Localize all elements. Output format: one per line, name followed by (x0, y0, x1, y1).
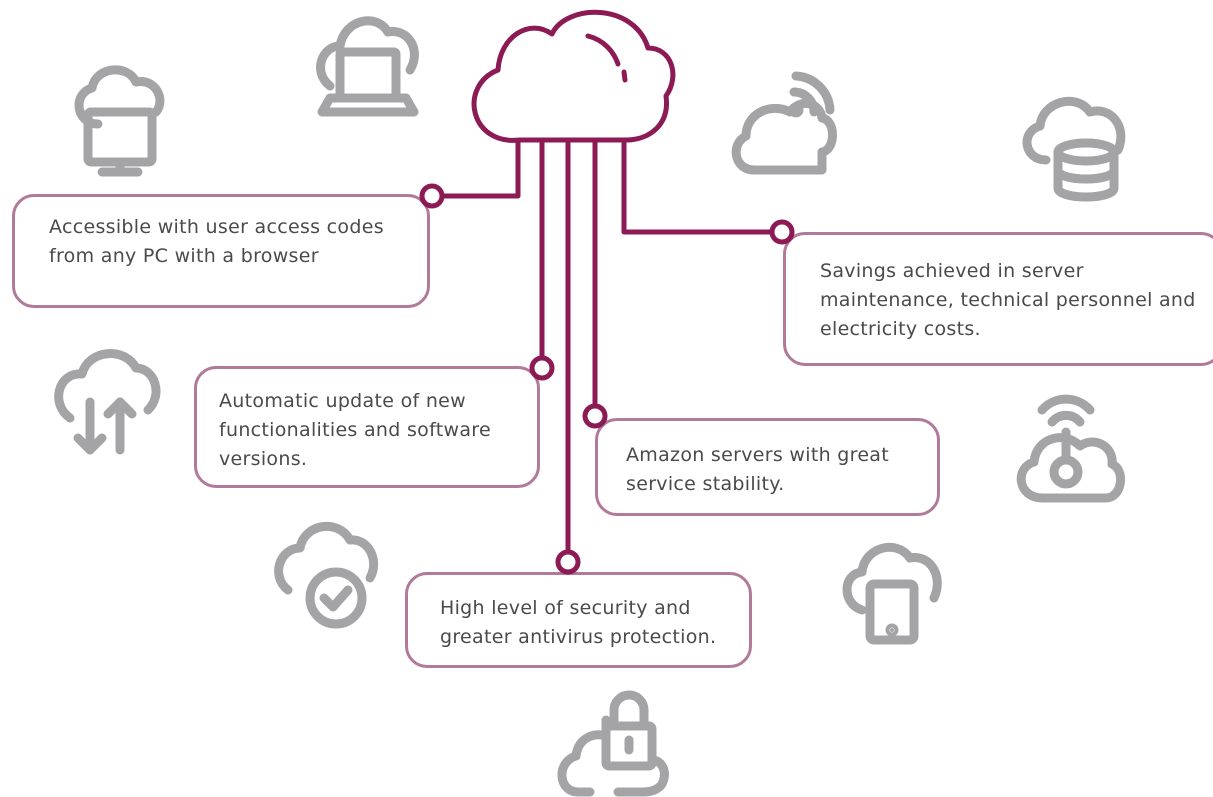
cloud-monitor-icon (74, 65, 165, 177)
cloud-database-icon (1022, 96, 1126, 202)
connector-access (432, 140, 521, 199)
cloud-check-icon (274, 521, 379, 629)
cloud-highlight-dot (621, 69, 628, 83)
benefit-box-savings: Savings achieved in server maintenance, … (783, 232, 1213, 366)
benefit-box-access: Accessible with user access codes from a… (12, 194, 430, 308)
cloud-upload-download-icon (54, 349, 161, 455)
benefit-text-savings: Savings achieved in server maintenance, … (820, 260, 1196, 340)
benefit-box-security: High level of security and greater antiv… (405, 572, 752, 668)
central-cloud-icon (471, 9, 676, 143)
benefit-text-update: Automatic update of new functionalities … (219, 390, 491, 470)
connector-savings (621, 140, 782, 235)
benefit-box-update: Automatic update of new functionalities … (194, 366, 540, 488)
cloud-wifi-icon (731, 71, 837, 175)
cloud-highlight (585, 33, 621, 67)
benefit-box-amazon: Amazon servers with great service stabil… (595, 418, 940, 516)
benefit-text-security: High level of security and greater antiv… (440, 597, 717, 648)
benefit-text-amazon: Amazon servers with great service stabil… (626, 444, 889, 495)
cloud-broadcast-icon (1016, 394, 1125, 503)
cloud-tablet-icon (842, 542, 942, 645)
cloud-laptop-icon (316, 16, 419, 117)
benefit-text-access: Accessible with user access codes from a… (49, 216, 384, 267)
cloud-lock-icon (557, 690, 669, 797)
